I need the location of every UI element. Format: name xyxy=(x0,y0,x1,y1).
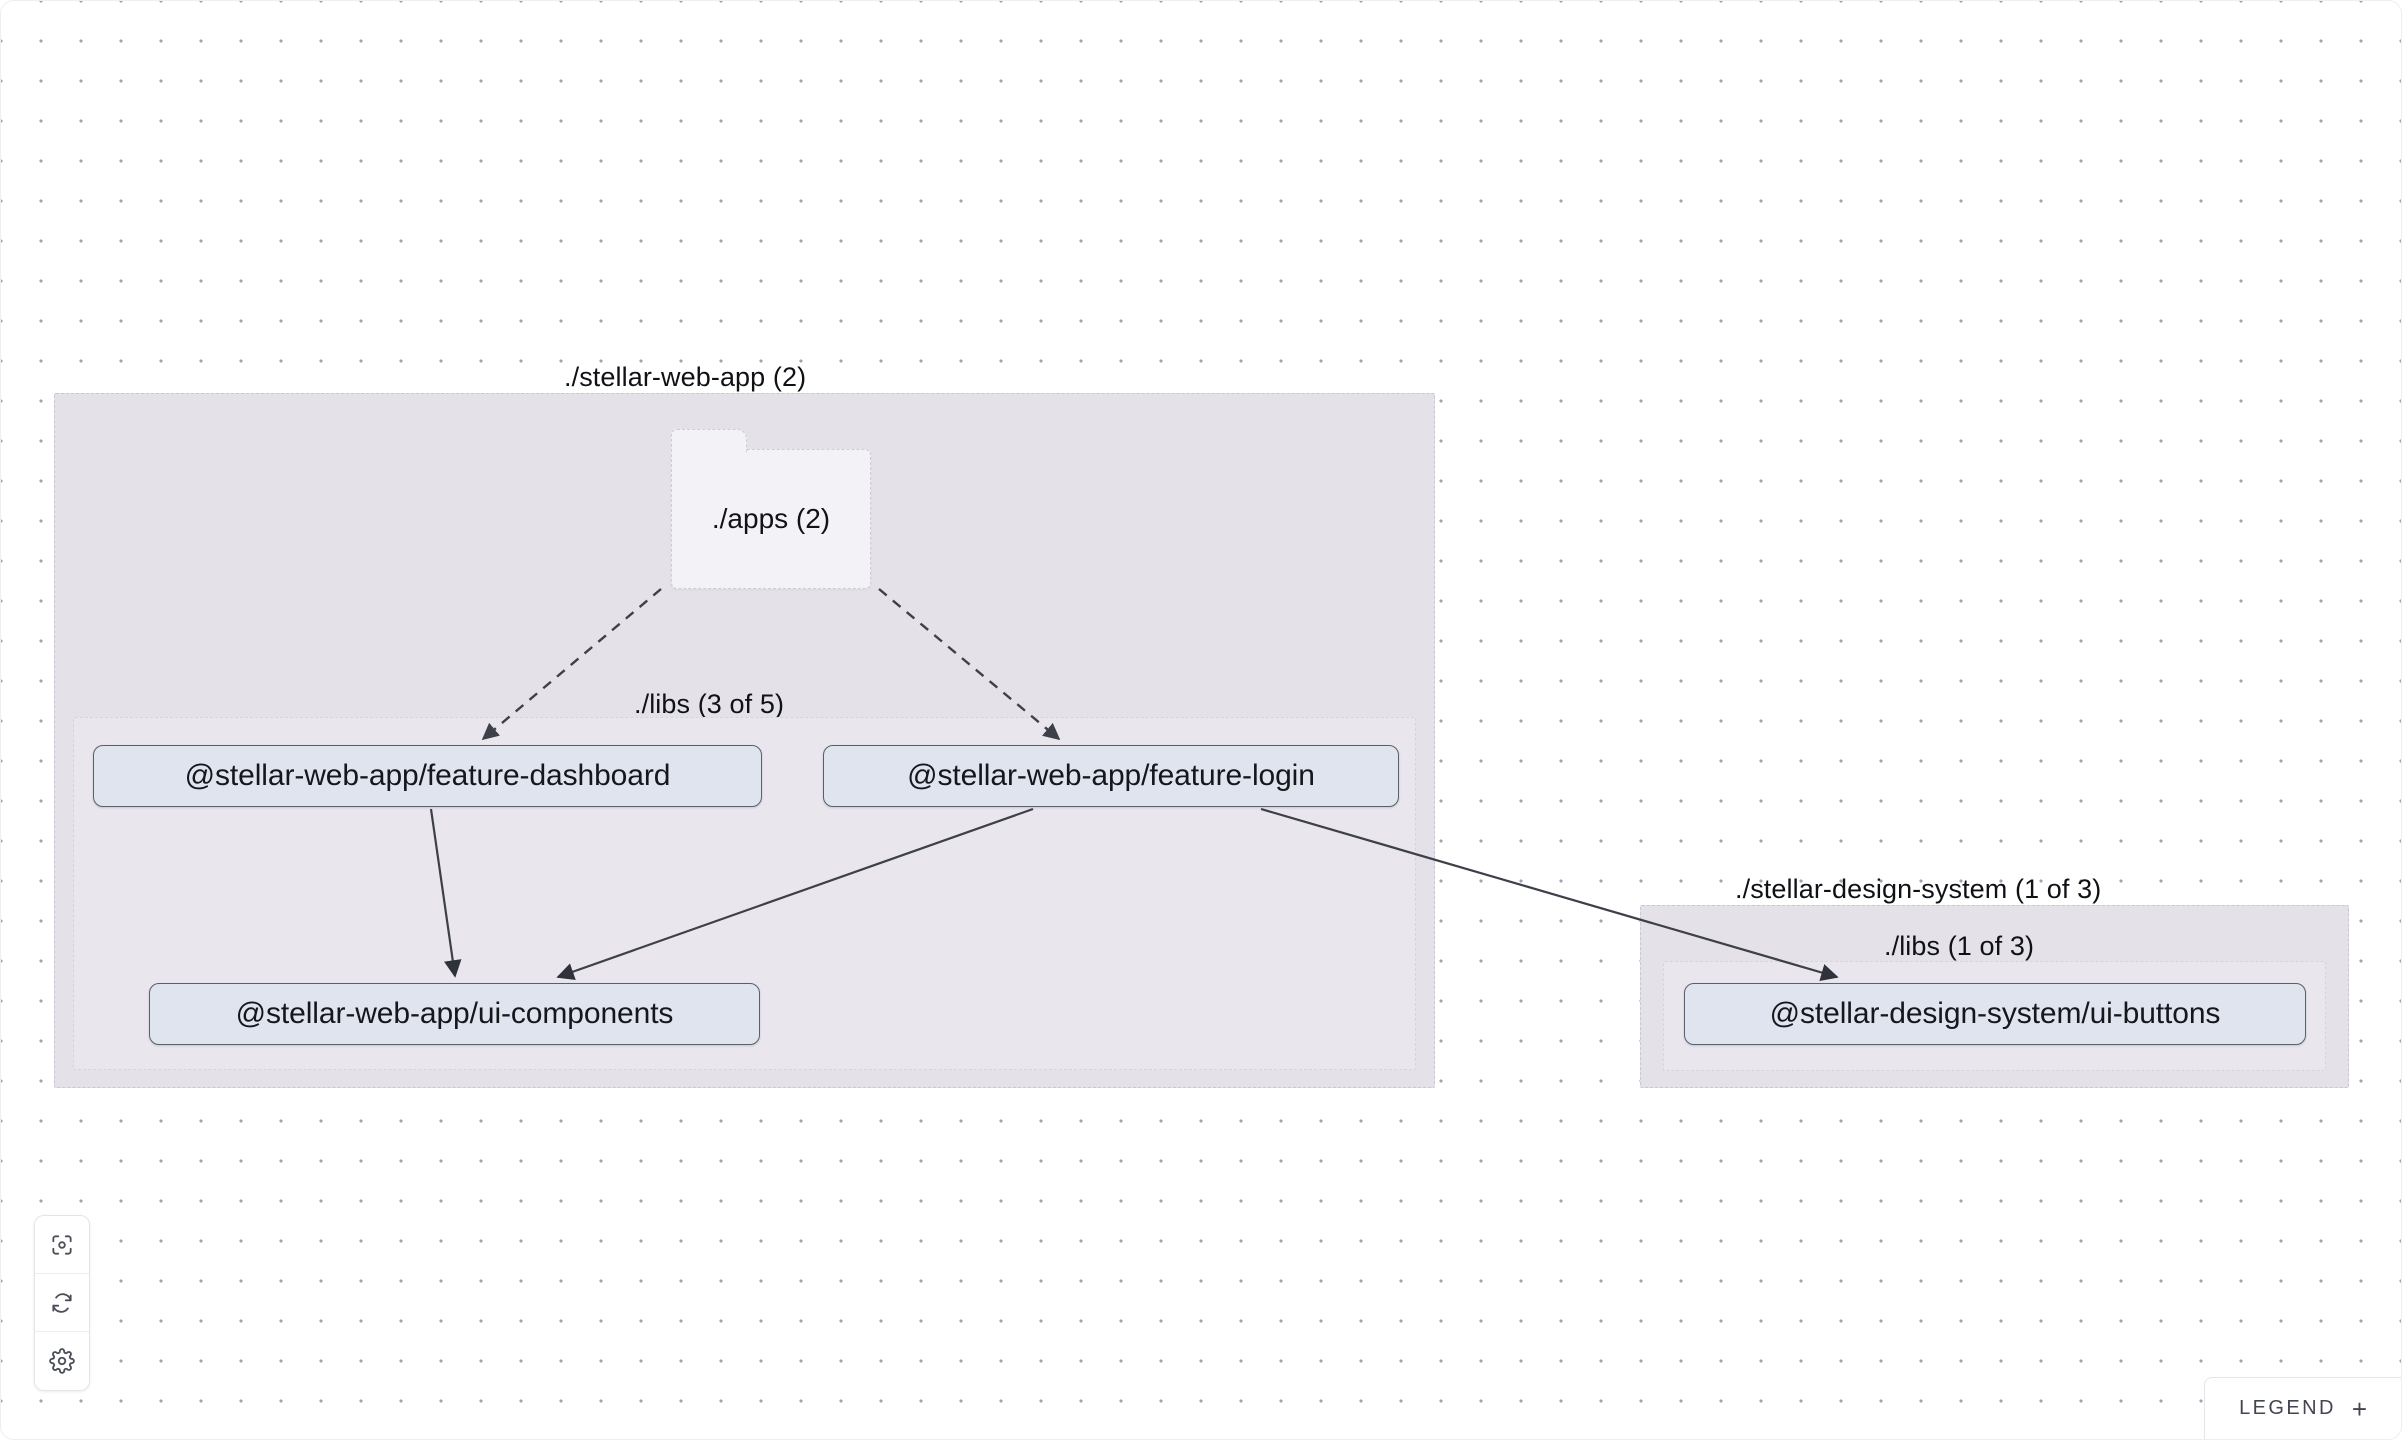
folder-node-label: ./apps (2) xyxy=(711,503,831,534)
focus-graph-button[interactable] xyxy=(35,1216,89,1274)
project-node-label: @stellar-design-system/ui-buttons xyxy=(1769,997,2221,1030)
canvas-controls xyxy=(34,1215,90,1391)
group-label-stellar-design-system-libs: ./libs (1 of 3) xyxy=(1884,931,2035,961)
group-label-stellar-web-app-libs: ./libs (3 of 5) xyxy=(634,689,785,719)
legend-label: LEGEND xyxy=(2239,1397,2336,1419)
project-node-label: @stellar-web-app/ui-components xyxy=(235,997,674,1030)
gear-icon xyxy=(49,1348,75,1374)
group-label-stellar-web-app: ./stellar-web-app (2) xyxy=(564,362,807,392)
project-node-feature-login[interactable]: @stellar-web-app/feature-login xyxy=(823,745,1399,807)
project-node-label: @stellar-web-app/feature-dashboard xyxy=(184,759,671,792)
project-node-feature-dashboard[interactable]: @stellar-web-app/feature-dashboard xyxy=(93,745,762,807)
legend-toggle[interactable]: LEGEND + xyxy=(2204,1377,2401,1439)
group-label-stellar-design-system: ./stellar-design-system (1 of 3) xyxy=(1735,874,2102,904)
refresh-icon xyxy=(49,1290,75,1316)
project-node-ui-components[interactable]: @stellar-web-app/ui-components xyxy=(149,983,760,1045)
folder-tab-shape xyxy=(670,429,747,456)
folder-node-apps[interactable]: ./apps (2) xyxy=(670,429,871,589)
project-node-ui-buttons[interactable]: @stellar-design-system/ui-buttons xyxy=(1684,983,2306,1045)
settings-button[interactable] xyxy=(35,1332,89,1390)
plus-icon: + xyxy=(2351,1393,2367,1424)
focus-frame-icon xyxy=(49,1232,75,1258)
project-node-label: @stellar-web-app/feature-login xyxy=(907,759,1315,792)
refresh-graph-button[interactable] xyxy=(35,1274,89,1332)
